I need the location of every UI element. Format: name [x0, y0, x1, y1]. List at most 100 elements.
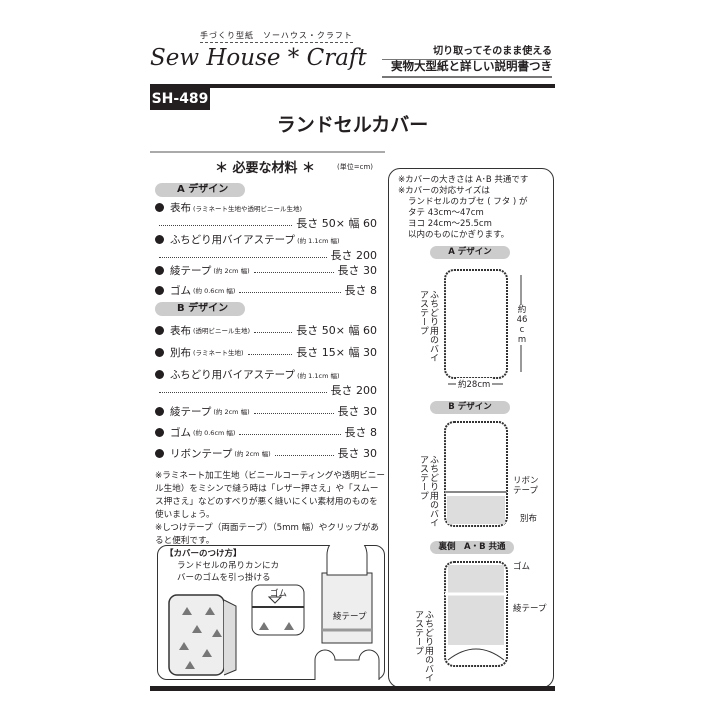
attach-instruction: ランドセルの吊りカンにカバーのゴムを引っ掛ける [177, 561, 280, 583]
bullet-icon [155, 370, 164, 379]
material-note: (約 2cm 幅) [213, 408, 250, 416]
material-name: ふちどり用バイアステープ [170, 234, 296, 246]
product-code: SH-489 [150, 88, 210, 110]
bullet-icon [155, 448, 164, 458]
leader-dots [253, 412, 334, 414]
material-amount: 長さ 8 [344, 284, 378, 297]
size-note: ※カバーの大きさは A･B 共通です [398, 175, 529, 185]
aya-tape-label: 綾テープ [513, 604, 547, 614]
material-amount: 長さ 30 [337, 447, 378, 460]
width-label: 約28cm [456, 378, 493, 390]
material-item: ふちどり用バイアステープ(約 1.1cm 幅) [155, 232, 377, 247]
material-amount: 長さ 50× 幅 60 [296, 217, 377, 230]
material-note: (約 2cm 幅) [213, 267, 250, 275]
back-side-pill: 裏側 A・B 共通 [430, 541, 514, 554]
material-note: (透明ビニール生地) [193, 327, 251, 335]
betsu-label: 別布 [520, 514, 538, 524]
page-title: ランドセルカバー [276, 114, 429, 136]
notes: ※ラミネート加工生地（ビニールコーティングや透明ビニール生地）をミシンで縫う時は… [155, 470, 385, 548]
material-amount-row: 長さ 200 [155, 247, 377, 263]
leader-dots [239, 433, 341, 435]
bullet-icon [155, 347, 164, 357]
bullet-icon [155, 406, 164, 416]
note: ※ラミネート加工生地（ビニールコーティングや透明ビニール生地）をミシンで縫う時は… [155, 471, 385, 520]
material-name: リボンテープ [170, 447, 233, 460]
material-item: ゴム(約 0.6cm 幅)長さ 8 [155, 424, 377, 440]
material-note: (ラミネート生地や透明ビニール生地) [193, 204, 303, 213]
material-name: 表布 [170, 202, 191, 214]
material-item: ふちどり用バイアステープ(約 1.1cm 幅) [155, 367, 377, 382]
leader-dots [254, 331, 293, 333]
note: ※しつけテープ（両面テープ）（5mm 幅）やクリップがあると便利です。 [155, 523, 379, 546]
material-note: (約 2cm 幅) [234, 450, 271, 458]
material-item: 表布(透明ビニール生地) 長さ 50× 幅 60 [155, 322, 377, 338]
a-design-pill: A デザイン [430, 246, 510, 259]
b-design-label: B デザイン [155, 302, 245, 316]
leader-dots [247, 353, 293, 355]
material-name: 綾テープ [170, 405, 212, 418]
ribbon-label: リボンテープ [513, 476, 539, 496]
material-item: リボンテープ(約 2cm 幅) 長さ 30 [155, 445, 377, 461]
size-note: ヨコ 24cm〜25.5cm [408, 219, 492, 229]
bullet-icon [155, 203, 164, 212]
leader-dots [159, 224, 293, 226]
size-note: 以内のものにかぎります。 [408, 230, 510, 240]
size-note: ランドセルのカブセ ( フタ ) が [408, 197, 528, 207]
material-amount: 長さ 30 [337, 405, 378, 418]
aya-tape-label: 綾テープ [333, 612, 367, 622]
bias-tape-label: ふちどり用のバイアステープ [413, 610, 433, 682]
material-item: 綾テープ(約 2cm 幅) 長さ 30 [155, 403, 377, 419]
material-note: (約 0.6cm 幅) [193, 287, 236, 295]
height-label: 約46cm [516, 305, 528, 345]
material-amount: 長さ 30 [337, 264, 378, 277]
unit-label: (単位=cm) [337, 163, 373, 171]
brand-logo: Sew House * Craft [150, 45, 367, 71]
size-notes: ※カバーの大きさは A･B 共通です ※カバーの対応サイズは ランドセルのカブセ… [398, 175, 553, 241]
b-design-pill: B デザイン [430, 401, 510, 414]
divider [150, 151, 385, 153]
bullet-icon [155, 265, 164, 275]
bullet-icon [155, 285, 164, 295]
attach-instructions [157, 545, 385, 680]
material-note: (約 1.1cm 幅) [297, 236, 340, 245]
bullet-icon [155, 235, 164, 244]
leader-dots [274, 454, 334, 456]
bullet-icon [155, 427, 164, 437]
material-item: ゴム(約 0.6cm 幅)長さ 8 [155, 282, 377, 298]
top-divider [150, 84, 555, 88]
bias-tape-label: ふちどり用のバイアステープ [418, 290, 438, 362]
leader-dots [239, 291, 341, 293]
material-item: 綾テープ(約 2cm 幅) 長さ 30 [155, 262, 377, 278]
backpack-illustration [168, 545, 380, 680]
material-item: 表布(ラミネート生地や透明ビニール生地) [155, 200, 377, 215]
tagline-2: 実物大型紙と詳しい説明書つき [382, 58, 552, 78]
brand-subtitle: 手づくり型紙 ソーハウス・クラフト [200, 30, 353, 43]
gomu-label: ゴム [513, 562, 531, 572]
material-note: (約 0.6cm 幅) [193, 429, 236, 437]
bias-tape-label: ふちどり用のバイアステープ [418, 455, 438, 527]
leader-dots [159, 391, 327, 393]
material-name: ふちどり用バイアステープ [170, 369, 296, 381]
leader-dots [253, 271, 334, 273]
tagline-1: 切り取ってそのまま使える [382, 42, 552, 60]
material-name: 別布 [170, 346, 191, 359]
size-note: タテ 43cm〜47cm [408, 208, 484, 218]
material-name: 綾テープ [170, 264, 212, 277]
material-name: ゴム [170, 426, 191, 439]
material-amount: 長さ 200 [330, 384, 378, 397]
material-amount: 長さ 15× 幅 30 [296, 346, 377, 359]
attach-title: 【カバーのつけ方】 [165, 549, 242, 559]
materials-title: ＊ 必要な材料 ＊ [215, 161, 316, 176]
size-note: ※カバーの対応サイズは [398, 186, 490, 196]
gomu-label: ゴム [270, 589, 288, 599]
bullet-icon [155, 325, 164, 335]
material-note: (ラミネート生地) [193, 349, 244, 357]
a-design-label: A デザイン [155, 183, 245, 197]
material-item: 別布(ラミネート生地) 長さ 15× 幅 30 [155, 344, 377, 360]
material-amount: 長さ 50× 幅 60 [296, 324, 377, 337]
material-amount-row: 長さ 50× 幅 60 [155, 215, 377, 231]
material-note: (約 1.1cm 幅) [297, 371, 340, 380]
bottom-divider [150, 686, 555, 691]
material-name: 表布 [170, 324, 191, 337]
material-amount: 長さ 200 [330, 249, 378, 262]
